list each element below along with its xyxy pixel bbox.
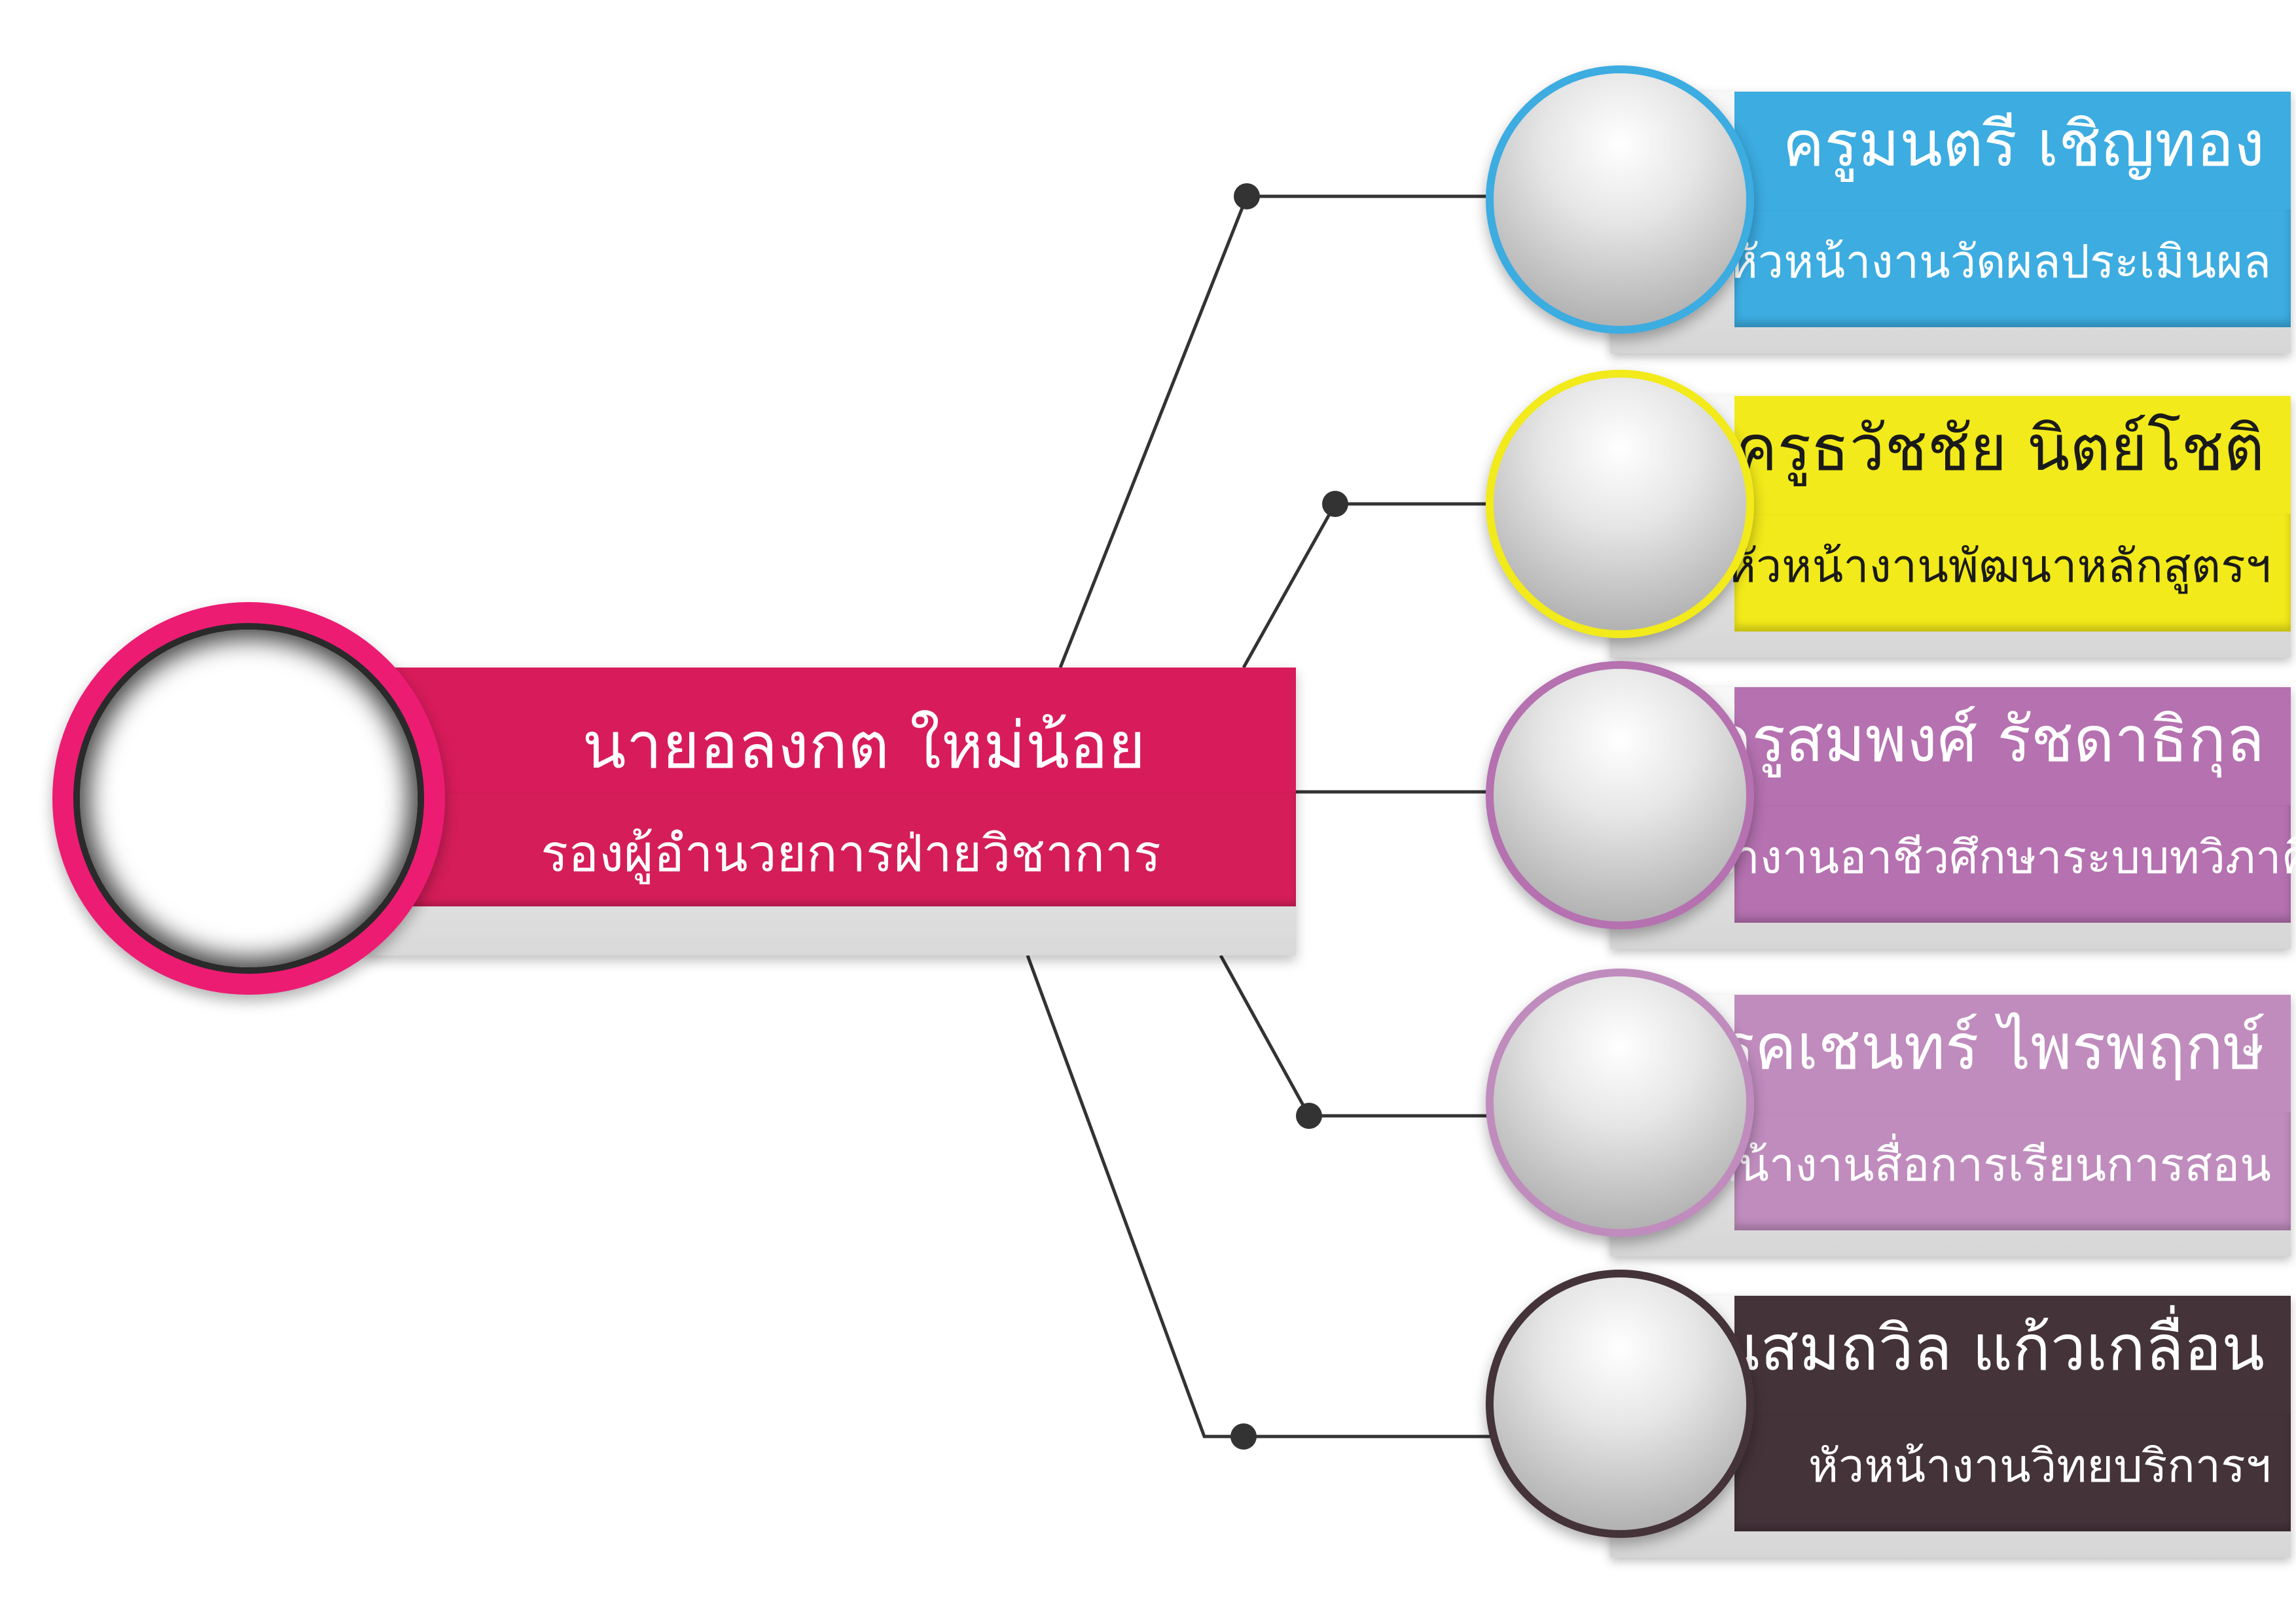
- head-photo-placeholder: [73, 623, 424, 974]
- member-band-lower: [1734, 805, 2291, 923]
- member-band-lower: [1734, 1113, 2291, 1230]
- member-card-5: คุณสมถวิล แก้วเกลื่อน หัวหน้างานวิทยบริก…: [1486, 1270, 2291, 1558]
- member-name: ครูมนตรี เชิญทอง: [1782, 107, 2265, 181]
- head-name: นายอลงกต ใหม่น้อย: [582, 709, 1146, 783]
- member-role: หัวหน้างานสื่อการเรียนการสอน: [1651, 1138, 2271, 1192]
- member-name: คุณสมถวิล แก้วเกลื่อน: [1660, 1311, 2265, 1385]
- member-band: [1734, 687, 2291, 923]
- head-role: รองผู้อำนวยการฝ่ายวิชาการ: [541, 825, 1161, 883]
- connector-2: [1242, 502, 1525, 669]
- member-band: [1734, 995, 2291, 1230]
- member-role: หัวหน้างานพัฒนาหลักสูตรฯ: [1725, 539, 2271, 593]
- head-card: นายอลงกต ใหม่น้อย รองผู้อำนวยการฝ่ายวิชา…: [367, 668, 1296, 906]
- member-band-lower: [1734, 514, 2291, 632]
- member-band-lower: [1734, 209, 2291, 327]
- member-band: [1734, 1296, 2291, 1531]
- member-band: [1734, 92, 2291, 327]
- member-role: หัวหน้างานวัดผลประเมินผล: [1727, 235, 2271, 289]
- connector-dot-4: [1296, 1103, 1322, 1129]
- member-name: ครูสมพงศ์ รัชดาธิกุล: [1710, 703, 2265, 776]
- connector-dot-2: [1322, 491, 1348, 517]
- member-card-3: ครูสมพงศ์ รัชดาธิกุล หัวหน้างานอาชีวศึกษ…: [1486, 661, 2296, 949]
- member-photo-placeholder: [1486, 65, 1754, 334]
- member-card-4: ครูคเชนทร์ ไพรพฤกษ์ หัวหน้างานสื่อการเรี…: [1486, 969, 2291, 1257]
- member-photo-placeholder: [1486, 969, 1754, 1237]
- member-card-2: ครูธวัชชัย นิตย์โชติ หัวหน้างานพัฒนาหลัก…: [1486, 370, 2291, 658]
- connector-5: [1026, 955, 1525, 1438]
- member-card-1: ครูมนตรี เชิญทอง หัวหน้างานวัดผลประเมินผ…: [1486, 65, 2291, 353]
- member-band-lower: [1734, 1414, 2291, 1531]
- head-card-lower-band: [367, 792, 1296, 906]
- member-role: หัวหน้างานวิทยบริการฯ: [1808, 1439, 2271, 1493]
- connector-4: [1219, 954, 1525, 1118]
- connector-dot-5: [1230, 1423, 1257, 1450]
- connector-dot-1: [1234, 183, 1260, 209]
- member-band: [1734, 396, 2291, 632]
- member-photo-placeholder: [1486, 661, 1754, 929]
- member-photo-placeholder: [1486, 1270, 1754, 1538]
- member-name: ครูคเชนทร์ ไพรพฤกษ์: [1679, 1010, 2265, 1084]
- member-photo-placeholder: [1486, 370, 1754, 638]
- connector-1: [1058, 194, 1525, 668]
- member-name: ครูธวัชชัย นิตย์โชติ: [1735, 412, 2265, 485]
